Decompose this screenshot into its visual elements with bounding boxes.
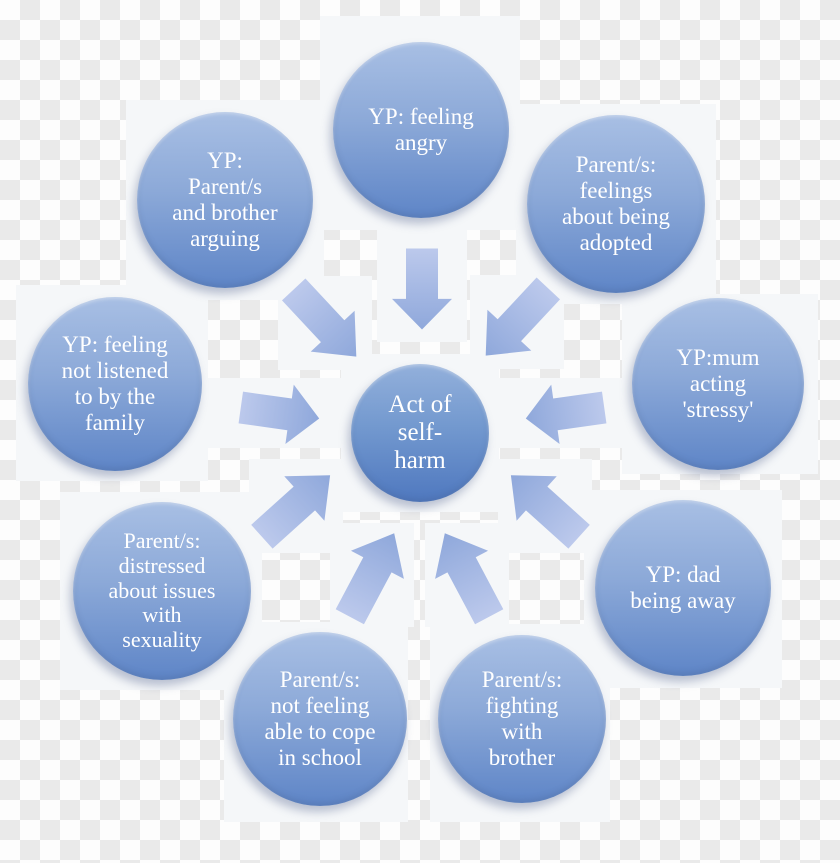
inward-arrow-from-bottom-left-icon [241, 452, 351, 560]
node-label: YP: feeling not listened to by the famil… [61, 332, 169, 435]
inward-arrow-from-bottom-right-icon [490, 452, 600, 560]
node-mum-acting-stressy: YP:mum acting 'stressy' [632, 298, 804, 470]
node-distressed-about-issues-with-sexuality: Parent/s: distressed about issues with s… [73, 502, 251, 680]
inward-arrow-from-bottom-center-left-icon [323, 519, 421, 631]
node-fighting-with-brother: Parent/s: fighting with brother [438, 635, 606, 803]
node-parents-and-brother-arguing: YP: Parent/s and brother arguing [137, 112, 313, 288]
node-label: Parent/s: feelings about being adopted [562, 152, 670, 255]
inward-arrow-from-top-left-icon [271, 268, 379, 378]
node-label: YP: Parent/s and brother arguing [172, 148, 278, 251]
node-label: Parent/s: distressed about issues with s… [108, 527, 216, 653]
inward-arrow-from-right-icon [521, 377, 609, 449]
center-node-label: Act of self- harm [388, 390, 452, 475]
node-dad-being-away: YP: dad being away [595, 500, 771, 676]
inward-arrow-from-top-right-icon [463, 267, 571, 377]
node-label: Parent/s: not feeling able to cope in sc… [264, 667, 376, 770]
node-feelings-about-being-adopted: Parent/s: feelings about being adopted [527, 115, 705, 293]
node-label: Parent/s: fighting with brother [481, 667, 563, 770]
node-label: YP: feeling angry [368, 104, 474, 155]
node-label: YP:mum acting 'stressy' [676, 345, 760, 422]
node-yp-feeling-angry: YP: feeling angry [333, 42, 509, 218]
inward-arrow-from-top-icon [392, 248, 452, 330]
inward-arrow-from-bottom-center-right-icon [418, 519, 516, 631]
node-label: YP: dad being away [630, 562, 736, 613]
node-act-of-self-harm: Act of self- harm [351, 364, 489, 502]
node-not-able-to-cope-in-school: Parent/s: not feeling able to cope in sc… [233, 632, 407, 806]
inward-arrow-from-left-icon [236, 377, 324, 449]
node-not-listened-to-by-family: YP: feeling not listened to by the famil… [28, 297, 202, 471]
